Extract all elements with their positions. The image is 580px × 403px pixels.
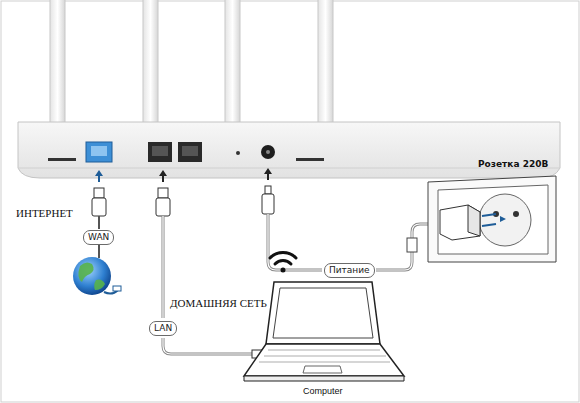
cable-tag: WAN <box>83 230 114 245</box>
tag-text: LAN <box>154 323 172 334</box>
cable-tag: LAN <box>149 321 177 336</box>
antennas <box>50 0 333 125</box>
computer-label: Computer <box>303 387 343 397</box>
cable-tag: Питание <box>324 263 375 278</box>
home-network-label: ДОМАШНЯЯ СЕТЬ <box>170 297 267 309</box>
tag-text: WAN <box>88 232 109 243</box>
internet-label: ИНТЕРНЕТ <box>16 207 73 219</box>
outlet-label: Розетка 220В <box>478 160 548 170</box>
tag-text: Питание <box>329 265 370 276</box>
